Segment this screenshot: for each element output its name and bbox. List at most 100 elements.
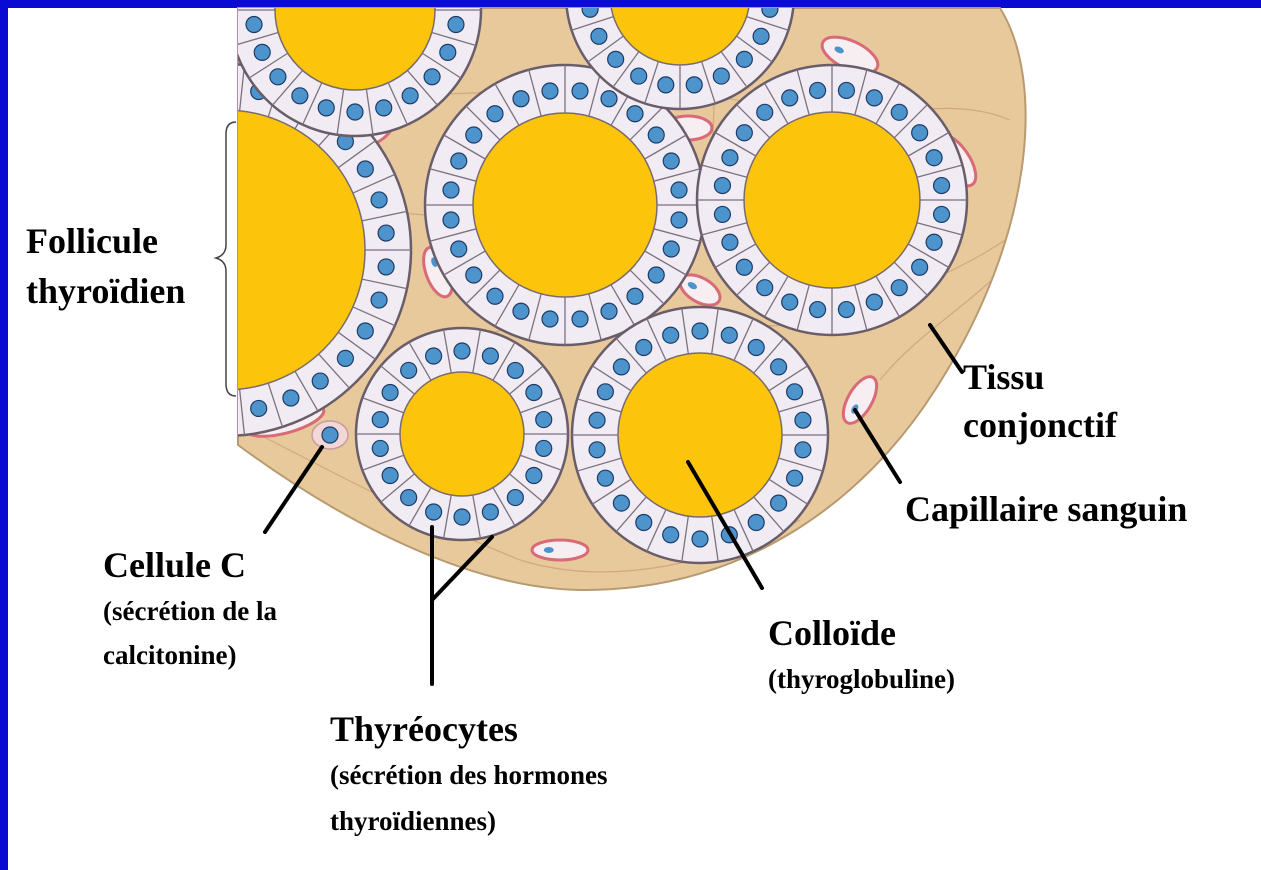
colloid (400, 372, 524, 496)
thyrocyte-nucleus (782, 294, 798, 310)
thyrocyte-nucleus (757, 104, 773, 120)
thyrocyte-nucleus (283, 390, 299, 406)
thyrocyte-nucleus (542, 311, 558, 327)
thyrocyte-nucleus (424, 69, 440, 85)
thyrocyte-nucleus (402, 88, 418, 104)
thyrocyte-nucleus (357, 323, 373, 339)
thyrocyte-nucleus (663, 527, 679, 543)
thyrocyte-wall (168, 73, 182, 117)
thyrocyte-nucleus (597, 384, 613, 400)
thyrocyte-nucleus (762, 1, 778, 17)
thyrocyte-nucleus (448, 0, 464, 3)
thyrocyte-nucleus (589, 412, 605, 428)
thyrocyte-nucleus (451, 241, 467, 257)
thyrocyte-nucleus (482, 504, 498, 520)
thyrocyte-nucleus (217, 404, 233, 420)
thyrocyte-nucleus (151, 94, 167, 110)
colloid (744, 112, 920, 288)
thyrocyte-nucleus (482, 348, 498, 364)
thyrocyte-nucleus (382, 468, 398, 484)
thyrocyte-nucleus (426, 348, 442, 364)
thyrocyte-nucleus (357, 161, 373, 177)
thyrocyte-nucleus (658, 77, 674, 93)
thyrocyte-nucleus (838, 302, 854, 318)
thyrocyte-nucleus (382, 385, 398, 401)
thyrocyte-nucleus (926, 150, 942, 166)
thyreocytes-note-line1: (sécrétion des hormones (330, 760, 607, 792)
thyrocyte-nucleus (572, 311, 588, 327)
thyrocyte-wall (75, 141, 112, 168)
thyrocyte-wall (168, 383, 182, 427)
thyrocyte-nucleus (771, 495, 787, 511)
thyrocyte-nucleus (454, 509, 470, 525)
thyrocyte-nucleus (748, 514, 764, 530)
thyrocyte-nucleus (589, 442, 605, 458)
cellule-c-note-line1: (sécrétion de la (103, 596, 277, 628)
thyrocyte-nucleus (810, 82, 826, 98)
thyrocyte-nucleus (246, 0, 262, 3)
thyrocyte-nucleus (251, 400, 267, 416)
thyrocyte-wall (132, 371, 155, 411)
thyrocyte-nucleus (372, 412, 388, 428)
thyrocyte-nucleus (312, 373, 328, 389)
thyrocyte-wall (55, 174, 97, 193)
thyrocyte-nucleus (608, 51, 624, 67)
thyrocyte-nucleus (636, 340, 652, 356)
thyrocyte-nucleus (771, 359, 787, 375)
thyrocyte-nucleus (838, 82, 854, 98)
thyrocyte-nucleus (151, 390, 167, 406)
thyrocyte-nucleus (934, 178, 950, 194)
thyrocyte-nucleus (736, 125, 752, 141)
follicule-label-line2: thyroïdien (26, 270, 185, 312)
cellule-c-label: Cellule C (103, 544, 246, 586)
thyrocyte-nucleus (686, 77, 702, 93)
thyrocyte-nucleus (714, 206, 730, 222)
colloid (618, 353, 782, 517)
thyrocyte-nucleus (926, 234, 942, 250)
thyrocyte-nucleus (401, 490, 417, 506)
thyrocyte-nucleus (692, 323, 708, 339)
thyrocyte-nucleus (795, 442, 811, 458)
thyrocyte-wall (132, 89, 155, 129)
thyrocyte-nucleus (77, 161, 93, 177)
follicule-label-line1: Follicule (26, 220, 158, 262)
thyrocyte-nucleus (466, 267, 482, 283)
thyrocyte-nucleus (722, 150, 738, 166)
thyrocyte-nucleus (912, 125, 928, 141)
thyrocyte-nucleus (318, 100, 334, 116)
thyreocytes-note-line2: thyroïdiennes) (330, 806, 496, 838)
thyrocyte-nucleus (648, 267, 664, 283)
thyrocyte-nucleus (448, 17, 464, 33)
thyrocyte-nucleus (795, 412, 811, 428)
cellule-c-note-line2: calcitonine) (103, 640, 236, 672)
thyrocyte-nucleus (254, 44, 270, 60)
thyrocyte-nucleus (891, 104, 907, 120)
thyrocyte-nucleus (613, 495, 629, 511)
thyrocyte-nucleus (378, 259, 394, 275)
thyrocyte-nucleus (347, 104, 363, 120)
thyrocyte-nucleus (591, 28, 607, 44)
thyrocyte-wall (75, 332, 112, 359)
thyrocyte-nucleus (601, 91, 617, 107)
thyrocyte-nucleus (507, 362, 523, 378)
colloid (473, 113, 657, 297)
thyrocyte-nucleus (736, 51, 752, 67)
thyrocyte-nucleus (440, 44, 456, 60)
c-cell (312, 421, 348, 449)
thyrocyte-nucleus (601, 303, 617, 319)
thyrocyte-nucleus (671, 182, 687, 198)
thyrocyte-nucleus (810, 302, 826, 318)
thyrocyte-nucleus (443, 182, 459, 198)
thyrocyte-wall (101, 112, 132, 146)
thyreocytes-label: Thyréocytes (330, 708, 518, 750)
thyrocyte-nucleus (183, 84, 199, 100)
thyrocyte-nucleus (721, 327, 737, 343)
thyrocyte-nucleus (378, 225, 394, 241)
thyrocyte-nucleus (542, 83, 558, 99)
thyrocyte-nucleus (122, 111, 138, 127)
thyroid-follicle (356, 328, 568, 540)
thyrocyte-nucleus (372, 440, 388, 456)
thyrocyte-nucleus (376, 100, 392, 116)
thyrocyte-nucleus (246, 17, 262, 33)
thyrocyte-nucleus (487, 106, 503, 122)
